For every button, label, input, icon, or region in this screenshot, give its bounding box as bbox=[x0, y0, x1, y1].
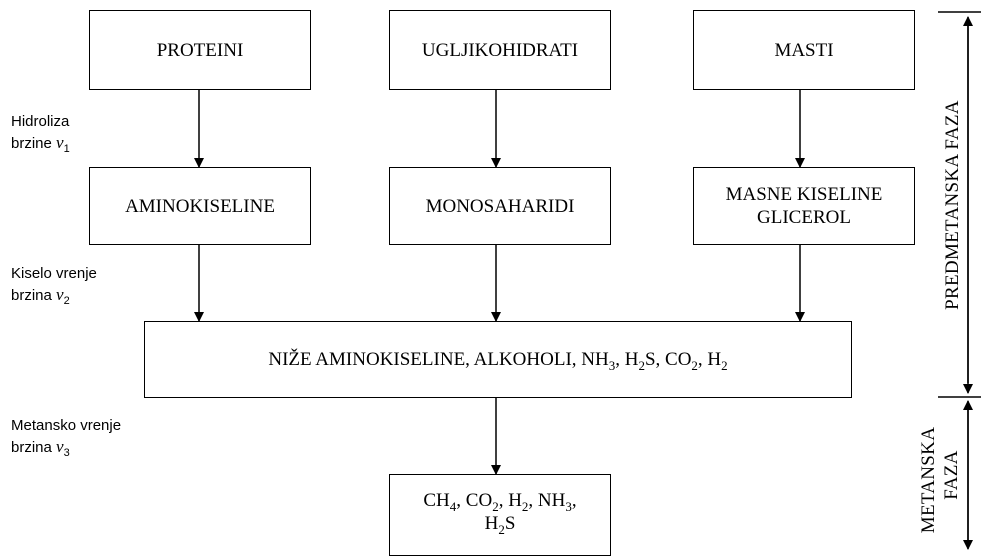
step-label-metansko-vrenje: Metansko vrenje brzina v3 bbox=[11, 417, 122, 459]
box-ugljikohidrati: UGLJIKOHIDRATI bbox=[389, 10, 611, 90]
box-label: UGLJIKOHIDRATI bbox=[421, 39, 579, 61]
box-masti: MASTI bbox=[693, 10, 915, 90]
box-label: PROTEINI bbox=[156, 39, 244, 61]
box-monosaharidi: MONOSAHARIDI bbox=[389, 167, 611, 245]
box-label-line1: MASNE KISELINE bbox=[725, 184, 883, 205]
box-label-line1: CH4, CO2, H2, NH3, bbox=[423, 490, 577, 514]
phase-label-metanska-line1: METANSKA bbox=[918, 426, 939, 534]
step-label-kiselo-vrenje: Kiselo vrenje brzina v2 bbox=[11, 265, 97, 307]
step-label-hidroliza: Hidroliza brzine v1 bbox=[11, 113, 70, 155]
box-label-line2: H2S bbox=[484, 513, 516, 537]
box-label: MONOSAHARIDI bbox=[425, 195, 575, 217]
phase-label-metanska-line2: FAZA bbox=[941, 450, 962, 500]
box-proteini: PROTEINI bbox=[89, 10, 311, 90]
box-aminokiseline: AMINOKISELINE bbox=[89, 167, 311, 245]
box-label: AMINOKISELINE bbox=[125, 195, 275, 217]
box-intermediates: NIŽE AMINOKISELINE, ALKOHOLI, NH3, H2S, … bbox=[144, 321, 852, 398]
box-products: CH4, CO2, H2, NH3, H2S bbox=[389, 474, 611, 556]
box-label: NIŽE AMINOKISELINE, ALKOHOLI, NH3, H2S, … bbox=[268, 349, 728, 373]
box-masne-kiseline-glicerol: MASNE KISELINE GLICEROL bbox=[693, 167, 915, 245]
phase-label-predmetanska: PREDMETANSKA FAZA bbox=[942, 100, 963, 310]
box-label: MASTI bbox=[774, 39, 834, 61]
box-label-line2: GLICEROL bbox=[757, 207, 851, 228]
